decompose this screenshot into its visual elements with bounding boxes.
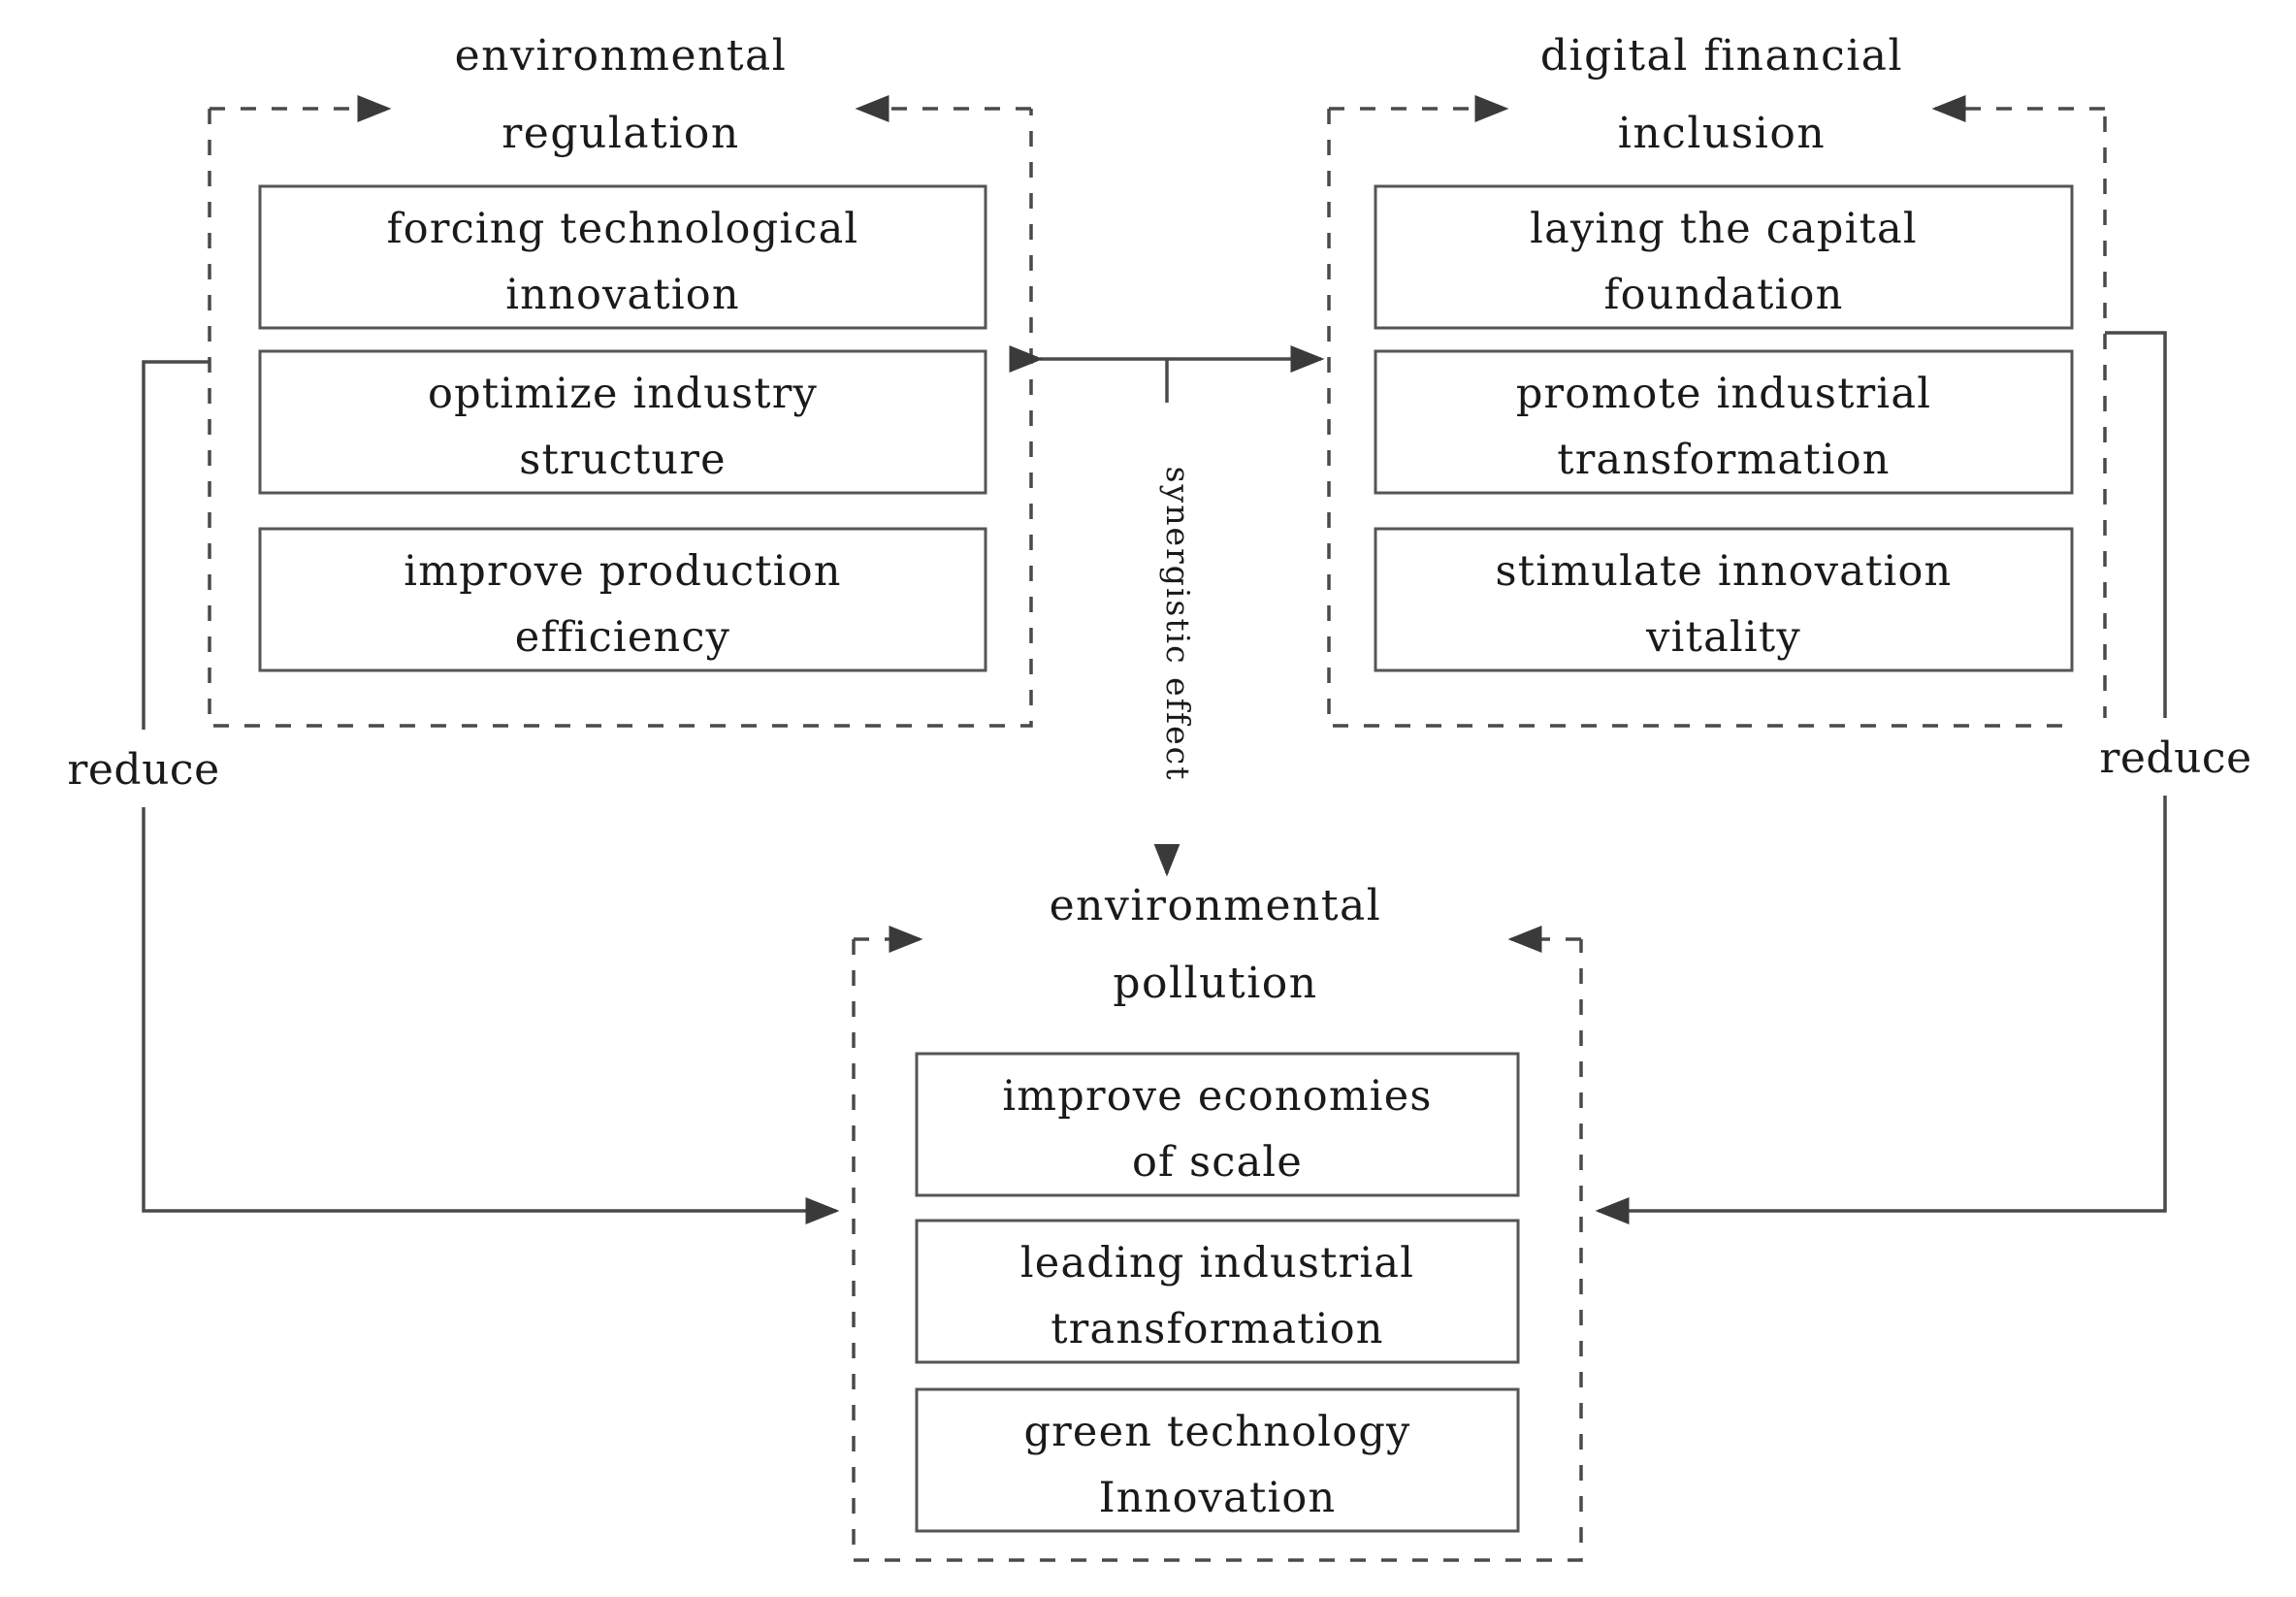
item-text-line2: of scale [1132,1138,1303,1187]
left-reduce-path: reduce [37,360,840,1224]
item-box [1374,184,2074,330]
synergistic-effect-label: synergistic effect [1159,467,1197,782]
item-box [258,349,987,495]
group-title-line2: pollution [1113,959,1317,1008]
dashed-container-bottom [852,939,1583,1562]
group-title-line1: environmental [1050,881,1382,930]
left-reduce-label: reduce [67,745,219,795]
item-box [1374,527,2074,672]
item-box [258,184,987,330]
right-reduce-path: reduce [1595,331,2287,1224]
dashed-container-right [1327,109,2107,728]
synergistic-effect-connector: synergistic effect [1009,345,1325,877]
item-text-line1: laying the capital [1530,205,1918,253]
dashed-container-left [208,109,1033,728]
item-text-line1: optimize industry [428,370,818,418]
item-text-line1: leading industrial [1020,1239,1414,1287]
item-text-line1: green technology [1023,1408,1410,1456]
item-text-line2: foundation [1604,271,1844,319]
group-environmental-regulation: environmental regulation forcing technol… [208,31,1033,728]
item-text-line1: improve economies [1002,1072,1432,1121]
right-reduce-label: reduce [2099,733,2251,783]
item-text-line1: forcing technological [387,205,859,253]
item-text-line2: transformation [1557,436,1890,484]
item-text-line1: promote industrial [1516,370,1931,418]
item-text-line1: stimulate innovation [1496,547,1953,596]
item-text-line2: Innovation [1099,1474,1337,1522]
item-box [1374,349,2074,495]
item-text-line2: structure [519,436,726,484]
group-digital-financial-inclusion: digital financial inclusion laying the c… [1327,31,2107,728]
right-reduce-label-mask [2064,718,2287,796]
label-mask [1138,403,1198,844]
left-reduce-label-mask [37,730,252,807]
item-text-line2: transformation [1051,1305,1383,1353]
group-title-line1: digital financial [1540,31,1903,81]
item-text-line2: efficiency [515,613,730,662]
group-title-line1: environmental [455,31,788,81]
item-text-line2: innovation [505,271,740,319]
item-box [915,1219,1520,1364]
item-text-line1: improve production [404,547,841,596]
group-title-line2: regulation [501,109,739,158]
group-title-line2: inclusion [1618,109,1826,158]
item-text-line2: vitality [1645,613,1801,662]
item-box [258,527,987,672]
group-environmental-pollution: environmental pollution improve economie… [852,881,1583,1562]
item-box [915,1052,1520,1197]
item-box [915,1387,1520,1533]
